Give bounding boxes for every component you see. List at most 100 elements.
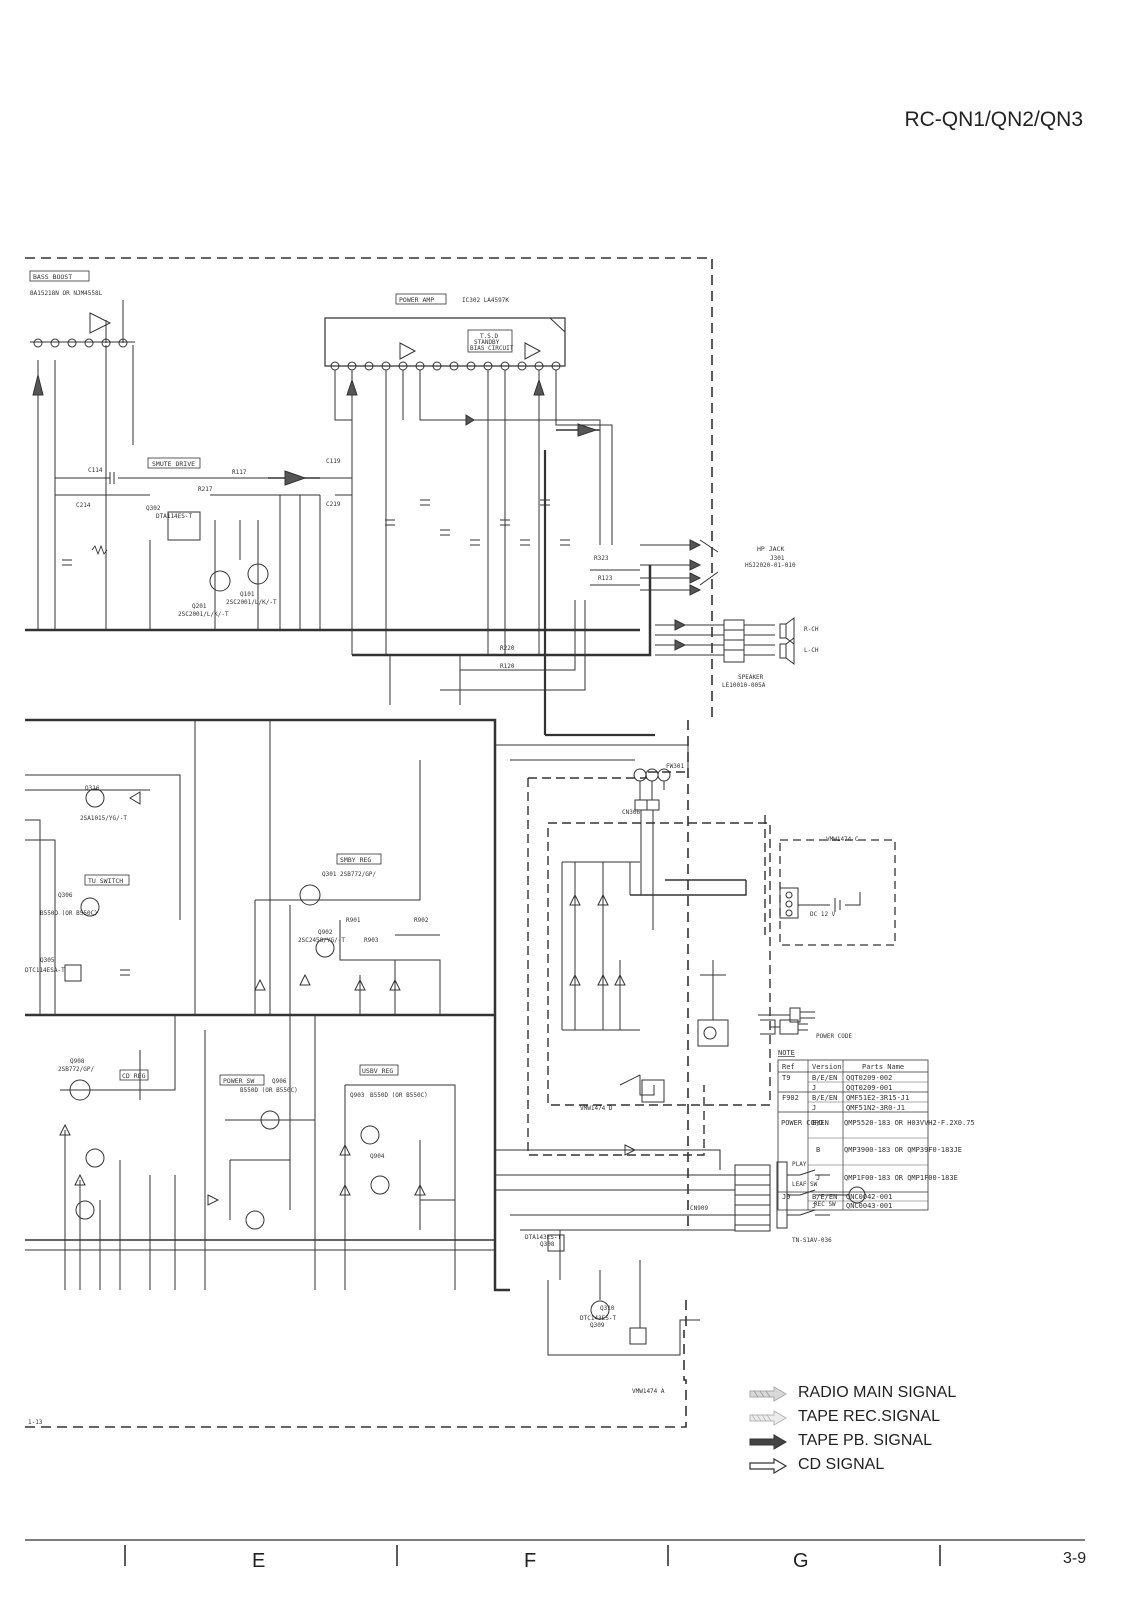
r903-label: R903 <box>364 937 379 944</box>
note-r4-ver: E/EN <box>812 1119 829 1127</box>
q201-label: Q201 <box>192 603 207 610</box>
q302-label: Q302 <box>146 505 161 512</box>
board-d-label: VMW1474 D <box>580 1105 613 1112</box>
note-r7-ver: B/E/EN <box>812 1193 837 1201</box>
cn909-label: CN909 <box>690 1205 708 1212</box>
q308-part-label: DTA143ES-T <box>525 1234 562 1241</box>
q302-part-label: DTA114ES-T <box>156 513 193 520</box>
c219-label: C219 <box>326 501 341 508</box>
power-sw-box <box>219 1074 265 1086</box>
q309-symbol <box>590 1300 610 1320</box>
power-amp-label: POWER AMP <box>399 296 434 304</box>
q906-label: Q906 <box>272 1078 287 1085</box>
note-r7-ref: J9 <box>782 1193 790 1201</box>
standby-label: STANDBY <box>474 339 500 346</box>
r902-label: R902 <box>414 917 429 924</box>
q201-symbol <box>209 570 231 592</box>
note-hdr-ref: Ref <box>782 1063 795 1071</box>
q308-label: Q308 <box>540 1241 555 1248</box>
legend-radio-label: RADIO MAIN SIGNAL <box>798 1384 957 1401</box>
column-e: E <box>252 1550 266 1572</box>
q305-label: Q305 <box>40 957 55 964</box>
power-amp-box <box>395 293 447 305</box>
q902-symbol <box>315 938 335 958</box>
note-hdr-parts: Parts Name <box>862 1063 904 1071</box>
usbv-reg-box <box>359 1064 399 1076</box>
note-r4-part: QMP5520-183 OR H03VVH2-F.2X0.75 <box>844 1119 975 1127</box>
note-r0-part: QQT0209-002 <box>846 1074 892 1082</box>
c114-label: C114 <box>88 467 103 474</box>
speaker-connector <box>723 617 795 665</box>
q310-symbol <box>629 1327 647 1345</box>
q902-part-label: 2SC2458/YG/-T <box>298 937 345 944</box>
note-r0-ref: T9 <box>782 1074 790 1082</box>
q904-label: Q904 <box>370 1153 385 1160</box>
power-sw-label: POWER SW <box>223 1077 254 1085</box>
cn909-connector <box>734 1164 771 1232</box>
note-r5-ver: B <box>816 1146 820 1154</box>
leaf-sw-label: LEAF SW <box>792 1181 818 1188</box>
smute-drive-box <box>147 457 201 469</box>
board-border-top <box>25 257 713 720</box>
play-label: PLAY <box>792 1161 807 1168</box>
q301-part-label: 2SB772/GP/ <box>340 871 377 878</box>
q305-symbol <box>64 964 82 982</box>
board-c-label: VMW1474 C <box>826 836 859 843</box>
note-r3-ver: J <box>812 1104 816 1112</box>
q906-part-label: B550D (OR B550C) <box>240 1087 298 1094</box>
bass-boost-box <box>29 270 90 282</box>
q305-part-label: DTC114ESA-T <box>25 967 65 974</box>
q903-symbol <box>360 1125 380 1145</box>
r217-label: R217 <box>198 486 213 493</box>
q308-symbol <box>547 1234 565 1252</box>
q907-symbol <box>245 1210 265 1230</box>
note-r1-part: QQT0209-001 <box>846 1084 892 1092</box>
note-r6-part: QMP1F00-183 OR QMP1F00-183E <box>844 1174 958 1182</box>
note-r4-ref: POWER CORD <box>781 1119 823 1127</box>
board-border-bottom <box>25 1330 687 1428</box>
q306-symbol <box>80 897 100 917</box>
note-r3-part: QMF51N2-3R0-J1 <box>846 1104 905 1112</box>
r-ch-label: R-CH <box>804 626 819 633</box>
note-table <box>777 1059 929 1211</box>
note-hdr-version: Version <box>812 1063 842 1071</box>
note-r8-part: QNC0043-001 <box>846 1202 892 1210</box>
note-r2-part: QMF51E2-3R15-J1 <box>846 1094 909 1102</box>
tsd-label: T.S.D <box>480 333 498 340</box>
legend-radio-main: RADIO MAIN SIGNAL <box>748 1384 988 1408</box>
c214-label: C214 <box>76 502 91 509</box>
q902-label: Q902 <box>318 929 333 936</box>
solid-arrow-icon <box>749 1434 787 1450</box>
hatched-arrow-icon <box>749 1410 787 1426</box>
q201-part-label: 2SC2001/L/K/-T <box>178 611 229 618</box>
outline-arrow-icon <box>749 1458 788 1474</box>
q316-part-label: 2SA1015/YG/-T <box>80 815 127 822</box>
power-board-outline <box>547 822 771 1106</box>
hp-jack-part: HSJ2020-01-010 <box>745 562 796 569</box>
power-amp-ic-label: IC302 LA4597K <box>462 297 509 304</box>
q310-label: Q310 <box>600 1305 615 1312</box>
smby-reg-box <box>336 853 382 865</box>
note-r0-ver: B/E/EN <box>812 1074 837 1082</box>
cn306-label: CN306 <box>622 809 640 816</box>
column-g: G <box>793 1550 809 1572</box>
cd-reg-label: CD REG <box>122 1072 146 1080</box>
rec-sw-label: REC SW <box>814 1201 836 1208</box>
q306-label: Q306 <box>58 892 73 899</box>
note-r6-ver: J <box>816 1174 820 1182</box>
c119-label: C119 <box>326 458 341 465</box>
page-ref-label: 1-13 <box>28 1419 43 1426</box>
page-title: RC-QN1/QN2/QN3 <box>904 108 1083 131</box>
cd-reg-box <box>119 1069 149 1081</box>
r901-label: R901 <box>346 917 361 924</box>
note-r2-ref: F902 <box>782 1094 799 1102</box>
note-r1-ver: J <box>812 1084 816 1092</box>
dc-jack <box>779 887 861 919</box>
smby-reg-label: SMBY REG <box>340 856 371 864</box>
q903-label: Q903 <box>350 1092 365 1099</box>
q316-label: Q316 <box>85 785 100 792</box>
legend-tape-rec: TAPE REC.SIGNAL <box>748 1408 988 1432</box>
dc-12v-label: DC 12 V <box>810 911 836 918</box>
speaker-part: LE10010-005A <box>722 682 766 689</box>
hp-jack-ref: J301 <box>770 555 785 562</box>
